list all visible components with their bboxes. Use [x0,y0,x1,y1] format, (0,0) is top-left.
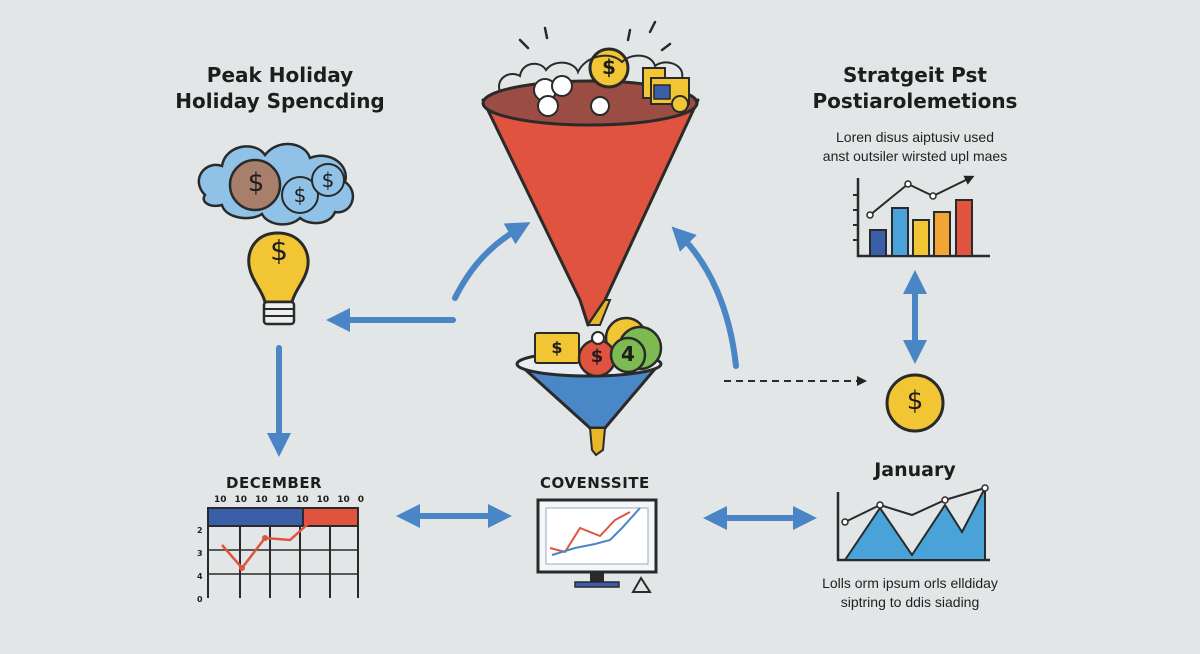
january-label: January [874,459,956,481]
arrow-up-right [671,226,739,369]
big-funnel [481,20,700,327]
calendar-side-num: 3 [197,549,203,558]
calendar-num: 10 [275,495,289,505]
calendar-side-numbers: 2 3 4 0 [197,519,203,611]
calendar-side-num: 2 [197,526,203,535]
calendar-num: 10 [255,495,268,505]
right-title: Stratgeit Pst Postiarolemetions [790,62,1040,114]
december-calendar [207,507,359,598]
calendar-num: 10 [296,495,309,505]
left-title-line2: Holiday Spencding [175,89,385,113]
bulb-dollar-glyph: $ [270,234,288,267]
left-title-line1: Peak Holiday [206,63,354,87]
right-description: Loren disus aiptusiv used anst outsiler … [790,128,1040,166]
calendar-side-num: 0 [197,595,203,604]
calendar-num: 10 [337,495,350,505]
january-desc-line2: siptring to ddis siading [840,594,980,610]
small-funnel [515,316,663,457]
left-title: Peak Holiday Holiday Spencding [150,62,410,114]
center-label: COVENSSITE [540,474,650,492]
calendar-num: 10 [234,495,248,505]
red-coin-glyph: $ [590,346,604,367]
monitor-icon [536,498,658,593]
calendar-side-num: 4 [197,572,203,581]
cloud-coin-glyph: $ [247,168,265,198]
strategy-bar-chart [853,175,990,258]
calendar-num: 10 [316,495,330,505]
flow-arrows [267,222,927,530]
funnel-coin-glyph: $ [602,55,616,79]
cloud-coin-glyph: $ [321,168,335,192]
right-desc-line1: Loren disus aiptusiv used [836,129,994,145]
stack-coin-glyph: $ [551,338,563,357]
money-cloud [197,142,355,226]
january-desc-line1: Lolls orm ipsum orls elldiday [822,575,998,591]
calendar-top-numbers: 10 10 10 10 10 10 10 0 [214,495,364,505]
calendar-num: 0 [357,495,364,505]
right-title-line1: Stratgeit Pst [843,63,987,87]
lightbulb-icon [247,231,310,326]
coin-dollar-glyph: $ [906,386,924,416]
right-desc-line2: anst outsiler wirsted upl maes [822,148,1008,164]
calendar-num: 10 [214,495,227,505]
right-title-line2: Postiarolemetions [812,89,1018,113]
arrow-up-left [452,222,531,301]
cloud-coin-glyph: $ [293,183,307,207]
january-area-chart [836,484,990,562]
january-description: Lolls orm ipsum orls elldiday siptring t… [800,574,1020,612]
green-coin-number: 4 [621,342,635,366]
december-label: DECEMBER [226,474,323,492]
coin-icon [885,373,945,433]
